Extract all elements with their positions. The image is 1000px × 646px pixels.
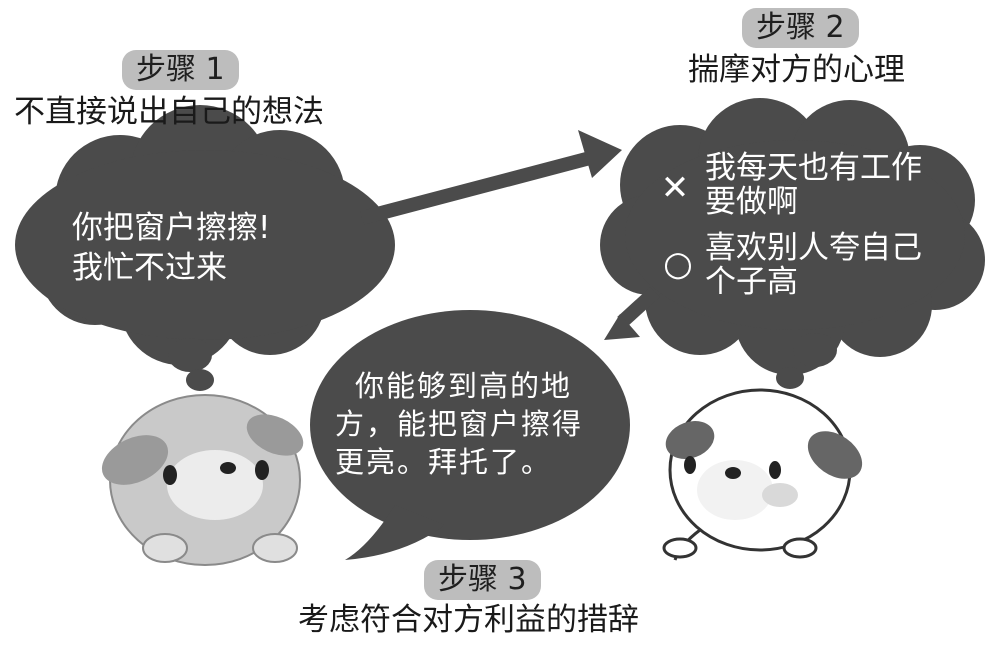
- dog-right: [660, 390, 871, 560]
- step2-caption: 揣摩对方的心理: [688, 50, 905, 90]
- step2-wrong-line-2: 要做啊: [705, 182, 798, 222]
- step3-bubble-line-2: 方，能把窗户擦得: [335, 404, 583, 444]
- step2-right-line-2: 个子高: [705, 262, 798, 302]
- step1-bubble-line-1: 你把窗户擦擦!: [72, 208, 270, 248]
- step1-bubble-line-2: 我忙不过来: [72, 248, 227, 288]
- step2-badge: 步骤 2: [742, 8, 859, 48]
- step3-bubble-line-1: 你能够到高的地: [355, 366, 572, 406]
- step3-badge: 步骤 3: [424, 560, 541, 600]
- dog-left: [94, 395, 310, 565]
- arrow-right: [362, 130, 622, 218]
- cross-icon: ✕: [655, 168, 695, 208]
- arrow-down-left: [604, 292, 655, 340]
- step3-bubble-line-3: 更亮。拜托了。: [335, 442, 552, 482]
- step3-caption: 考虑符合对方利益的措辞: [298, 600, 639, 640]
- thought-dots-left: [168, 338, 214, 391]
- circle-icon: ○: [658, 244, 698, 284]
- step1-badge: 步骤 1: [122, 50, 239, 90]
- step1-caption: 不直接说出自己的想法: [14, 92, 324, 132]
